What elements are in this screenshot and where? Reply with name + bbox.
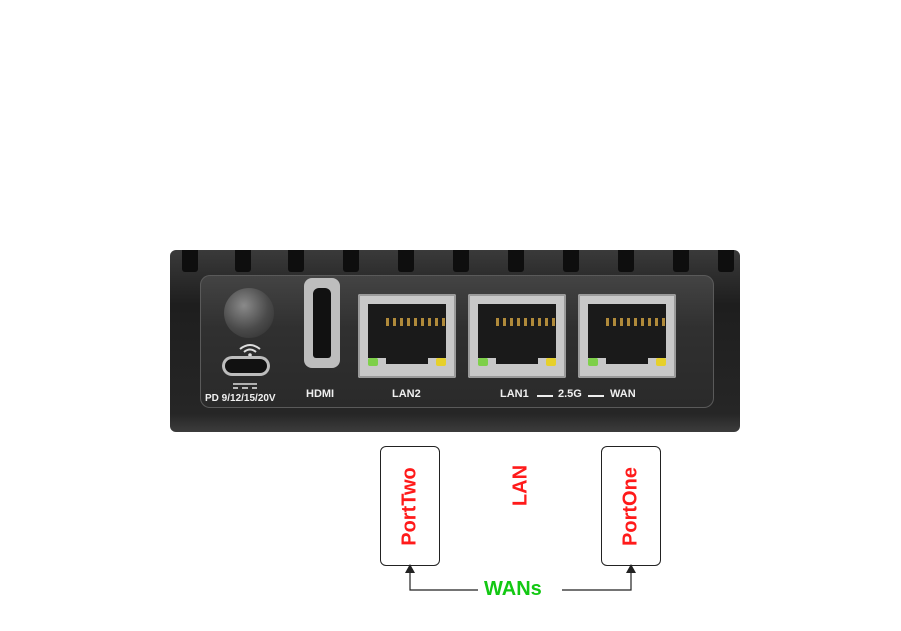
link-led — [478, 358, 488, 366]
heat-fin — [618, 250, 634, 272]
wan-port[interactable] — [578, 294, 676, 378]
power-port-label: PD 9/12/15/20V — [205, 393, 276, 404]
rj45-pins — [606, 318, 668, 326]
activity-led — [656, 358, 666, 366]
lan2-port[interactable] — [358, 294, 456, 378]
heat-fin — [288, 250, 304, 272]
heat-fin — [563, 250, 579, 272]
porttwo-box: PortTwo — [380, 446, 440, 566]
rj45-pins — [386, 318, 448, 326]
label-dash — [588, 395, 604, 397]
activity-led — [546, 358, 556, 366]
label-dash — [537, 395, 553, 397]
mini-router-device: PD 9/12/15/20V HDMI LAN2 LAN1 2.5G WAN — [170, 250, 740, 432]
usb-c-port[interactable] — [222, 356, 270, 376]
heat-fin — [235, 250, 251, 272]
bracket-left-line — [409, 570, 478, 591]
link-led — [368, 358, 378, 366]
heat-fin — [673, 250, 689, 272]
heat-fin — [398, 250, 414, 272]
rj45-pins — [496, 318, 558, 326]
portone-box: PortOne — [601, 446, 661, 566]
heat-fin — [718, 250, 734, 272]
rj45-tab — [386, 348, 428, 364]
speed-label: 2.5G — [558, 388, 582, 400]
hdmi-socket — [313, 288, 331, 358]
rj45-tab — [496, 348, 538, 364]
link-led — [588, 358, 598, 366]
heat-fin — [343, 250, 359, 272]
bracket-right-line — [562, 570, 632, 591]
power-button[interactable] — [224, 288, 274, 338]
hdmi-label: HDMI — [306, 388, 335, 400]
heat-fin — [508, 250, 524, 272]
wans-label: WANs — [484, 578, 542, 600]
arrow-up-icon — [405, 564, 415, 573]
arrow-up-icon — [626, 564, 636, 573]
heat-fin — [182, 250, 198, 272]
heat-fin — [453, 250, 469, 272]
lan1-label: LAN1 — [500, 388, 529, 400]
lan1-port[interactable] — [468, 294, 566, 378]
hdmi-port[interactable] — [304, 278, 340, 368]
rj45-tab — [606, 348, 648, 364]
activity-led — [436, 358, 446, 366]
wifi-icon — [239, 344, 261, 357]
lan2-label: LAN2 — [392, 388, 421, 400]
dc-power-icon — [233, 383, 257, 389]
wan-label: WAN — [610, 388, 636, 400]
